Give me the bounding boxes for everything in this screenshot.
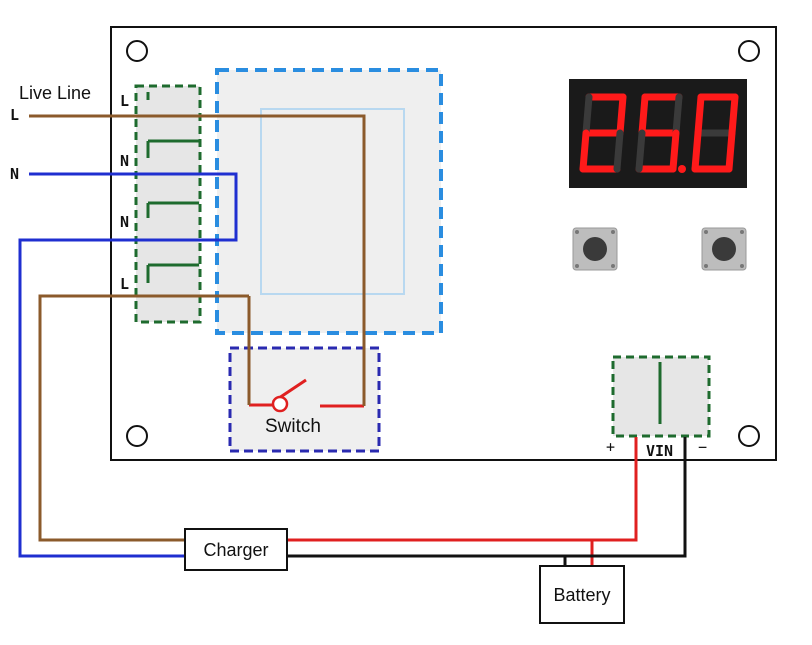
- vin-minus-label: −: [698, 438, 707, 456]
- seven-segment-display: [569, 79, 747, 188]
- terminal-label-N-1: N: [120, 152, 129, 170]
- charger-label: Charger: [203, 540, 268, 560]
- digit-2-segment-c: [725, 129, 736, 173]
- digit-1-segment-e: [635, 129, 646, 173]
- switch-label: Switch: [265, 416, 321, 437]
- digit-0-segment-e: [579, 129, 590, 173]
- live-to-charger-wire: [38, 294, 249, 542]
- mounting-hole-top-left: [126, 40, 148, 62]
- charger-negative-wire: [287, 437, 687, 558]
- switch-box: Switch: [228, 346, 381, 453]
- relay-body: [260, 108, 405, 295]
- digit-0-segment-b: [616, 93, 627, 137]
- mounting-holes: [126, 40, 760, 447]
- digit-2-segment-b: [728, 93, 739, 137]
- battery-label: Battery: [553, 585, 610, 605]
- wires: [18, 114, 687, 566]
- display-digits: [579, 93, 739, 173]
- digit-2-segment-e: [691, 129, 702, 173]
- vin-plus-label: +: [606, 438, 615, 456]
- mounting-hole-top-right: [738, 40, 760, 62]
- input-L-label: L: [10, 106, 19, 124]
- mounting-hole-bottom-left: [126, 425, 148, 447]
- battery-box: Battery: [539, 565, 625, 624]
- digit-2-segment-f: [694, 93, 705, 137]
- push-button-left[interactable]: [572, 227, 618, 271]
- charger-positive-wire: [287, 437, 638, 542]
- push-button-right[interactable]: [701, 227, 747, 271]
- digit-1-segment-c: [669, 129, 680, 173]
- live-line-label: Live Line: [19, 83, 91, 103]
- mains-terminal-block: L N N L: [120, 84, 202, 324]
- terminal-label-L-bottom: L: [120, 275, 129, 293]
- live-input-wire: [29, 114, 366, 406]
- switch-pivot: [271, 395, 289, 413]
- digit-0-segment-f: [582, 93, 593, 137]
- neutral-input-wire: [18, 172, 238, 558]
- relay-area: [215, 68, 443, 335]
- digit-0-segment-c: [613, 129, 624, 173]
- mounting-hole-bottom-right: [738, 425, 760, 447]
- decimal-point: [678, 165, 686, 173]
- digit-1-segment-b: [672, 93, 683, 137]
- charger-box: Charger: [184, 528, 288, 571]
- terminal-label-L-top: L: [120, 92, 129, 110]
- digit-1-segment-f: [638, 93, 649, 137]
- terminal-label-N-2: N: [120, 213, 129, 231]
- input-N-label: N: [10, 165, 19, 183]
- vin-terminal-block: + VIN −: [606, 355, 711, 460]
- vin-label: VIN: [646, 442, 673, 460]
